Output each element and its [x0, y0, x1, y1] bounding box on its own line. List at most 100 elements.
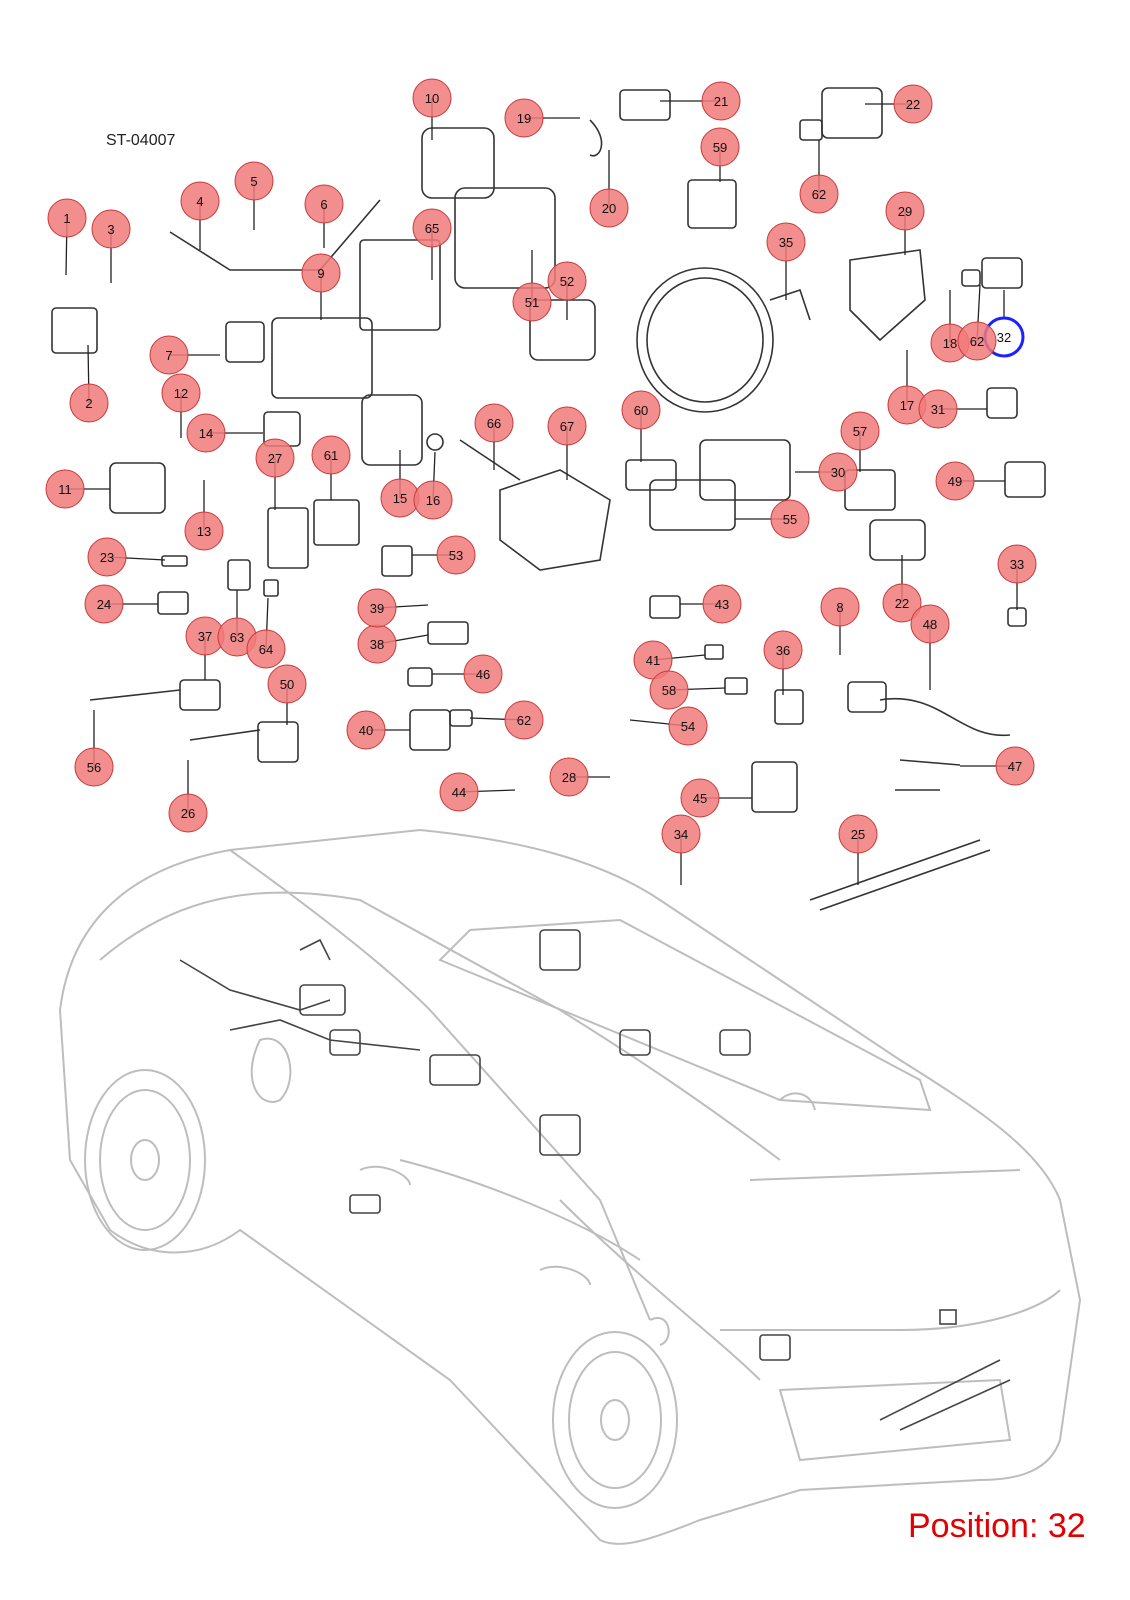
callout-circle[interactable] — [957, 321, 997, 361]
callout-11[interactable]: 11 — [45, 469, 110, 509]
callout-circle[interactable] — [997, 544, 1037, 584]
callout-circle[interactable] — [995, 746, 1035, 786]
callout-circle[interactable] — [700, 127, 740, 167]
callout-circle[interactable] — [893, 84, 933, 124]
callout-circle[interactable] — [547, 406, 587, 446]
callout-27[interactable]: 27 — [255, 438, 295, 510]
callout-66[interactable]: 66 — [474, 403, 514, 470]
callout-41[interactable]: 41 — [633, 640, 706, 680]
callout-circle[interactable] — [184, 511, 224, 551]
callout-circle[interactable] — [267, 664, 307, 704]
callout-62[interactable]: 62 — [469, 700, 544, 740]
callout-circle[interactable] — [668, 706, 708, 746]
callout-circle[interactable] — [74, 747, 114, 787]
callout-circle[interactable] — [168, 793, 208, 833]
callout-5[interactable]: 5 — [234, 161, 274, 230]
callout-circle[interactable] — [766, 222, 806, 262]
callout-64[interactable]: 64 — [246, 597, 286, 669]
callout-30[interactable]: 30 — [795, 452, 858, 492]
callout-9[interactable]: 9 — [301, 253, 341, 320]
callout-circle[interactable] — [910, 604, 950, 644]
callout-19[interactable]: 19 — [504, 98, 580, 138]
callout-55[interactable]: 55 — [735, 499, 810, 539]
callout-circle[interactable] — [680, 778, 720, 818]
callout-circle[interactable] — [234, 161, 274, 201]
callout-25[interactable]: 25 — [838, 814, 878, 885]
callout-62[interactable]: 62 — [799, 140, 839, 214]
callout-6[interactable]: 6 — [304, 184, 344, 248]
callout-28[interactable]: 28 — [549, 757, 610, 797]
callout-circle[interactable] — [149, 335, 189, 375]
callout-2[interactable]: 2 — [69, 344, 109, 423]
callout-circle[interactable] — [504, 700, 544, 740]
callout-circle[interactable] — [311, 435, 351, 475]
callout-circle[interactable] — [69, 383, 109, 423]
callout-58[interactable]: 58 — [649, 670, 726, 710]
callout-circle[interactable] — [649, 670, 689, 710]
callout-51[interactable]: 51 — [512, 250, 552, 322]
callout-circle[interactable] — [47, 198, 87, 238]
callout-circle[interactable] — [882, 583, 922, 623]
callout-21[interactable]: 21 — [660, 81, 741, 121]
callout-circle[interactable] — [621, 390, 661, 430]
callout-20[interactable]: 20 — [589, 150, 629, 228]
callout-circle[interactable] — [45, 469, 85, 509]
callout-circle[interactable] — [935, 461, 975, 501]
callout-circle[interactable] — [246, 629, 286, 669]
callout-circle[interactable] — [301, 253, 341, 293]
callout-circle[interactable] — [412, 208, 452, 248]
callout-circle[interactable] — [161, 373, 201, 413]
callout-53[interactable]: 53 — [412, 535, 476, 575]
callout-59[interactable]: 59 — [700, 127, 740, 182]
callout-38[interactable]: 38 — [357, 624, 429, 664]
callout-circle[interactable] — [255, 438, 295, 478]
callout-circle[interactable] — [820, 587, 860, 627]
callout-circle[interactable] — [702, 584, 742, 624]
callout-46[interactable]: 46 — [432, 654, 503, 694]
callout-circle[interactable] — [799, 174, 839, 214]
callout-circle[interactable] — [474, 403, 514, 443]
callout-circle[interactable] — [701, 81, 741, 121]
callout-circle[interactable] — [885, 191, 925, 231]
callout-56[interactable]: 56 — [74, 710, 114, 787]
callout-circle[interactable] — [186, 413, 226, 453]
callout-33[interactable]: 33 — [997, 544, 1037, 610]
callout-circle[interactable] — [346, 710, 386, 750]
callout-circle[interactable] — [512, 282, 552, 322]
callout-circle[interactable] — [818, 452, 858, 492]
callout-circle[interactable] — [357, 588, 397, 628]
callout-22[interactable]: 22 — [865, 84, 933, 124]
callout-63[interactable]: 63 — [217, 590, 257, 657]
callout-12[interactable]: 12 — [161, 373, 201, 438]
callout-37[interactable]: 37 — [185, 616, 225, 680]
callout-43[interactable]: 43 — [680, 584, 742, 624]
callout-circle[interactable] — [180, 181, 220, 221]
callout-24[interactable]: 24 — [84, 584, 158, 624]
callout-57[interactable]: 57 — [840, 411, 880, 472]
callout-34[interactable]: 34 — [661, 814, 701, 885]
callout-circle[interactable] — [504, 98, 544, 138]
callout-circle[interactable] — [549, 757, 589, 797]
callout-54[interactable]: 54 — [629, 706, 708, 746]
callout-circle[interactable] — [304, 184, 344, 224]
callout-45[interactable]: 45 — [680, 778, 752, 818]
callout-4[interactable]: 4 — [180, 181, 220, 250]
callout-circle[interactable] — [84, 584, 124, 624]
callout-40[interactable]: 40 — [346, 710, 410, 750]
callout-circle[interactable] — [838, 814, 878, 854]
callout-10[interactable]: 10 — [412, 78, 452, 140]
callout-47[interactable]: 47 — [960, 746, 1035, 786]
callout-39[interactable]: 39 — [357, 588, 429, 628]
callout-67[interactable]: 67 — [547, 406, 587, 480]
callout-61[interactable]: 61 — [311, 435, 351, 500]
callout-29[interactable]: 29 — [885, 191, 925, 255]
callout-circle[interactable] — [770, 499, 810, 539]
callout-circle[interactable] — [589, 188, 629, 228]
callout-62[interactable]: 62 — [957, 284, 997, 361]
callout-circle[interactable] — [439, 772, 479, 812]
callout-circle[interactable] — [763, 630, 803, 670]
callout-circle[interactable] — [412, 78, 452, 118]
callout-35[interactable]: 35 — [766, 222, 806, 300]
callout-circle[interactable] — [87, 537, 127, 577]
callout-3[interactable]: 3 — [91, 209, 131, 283]
